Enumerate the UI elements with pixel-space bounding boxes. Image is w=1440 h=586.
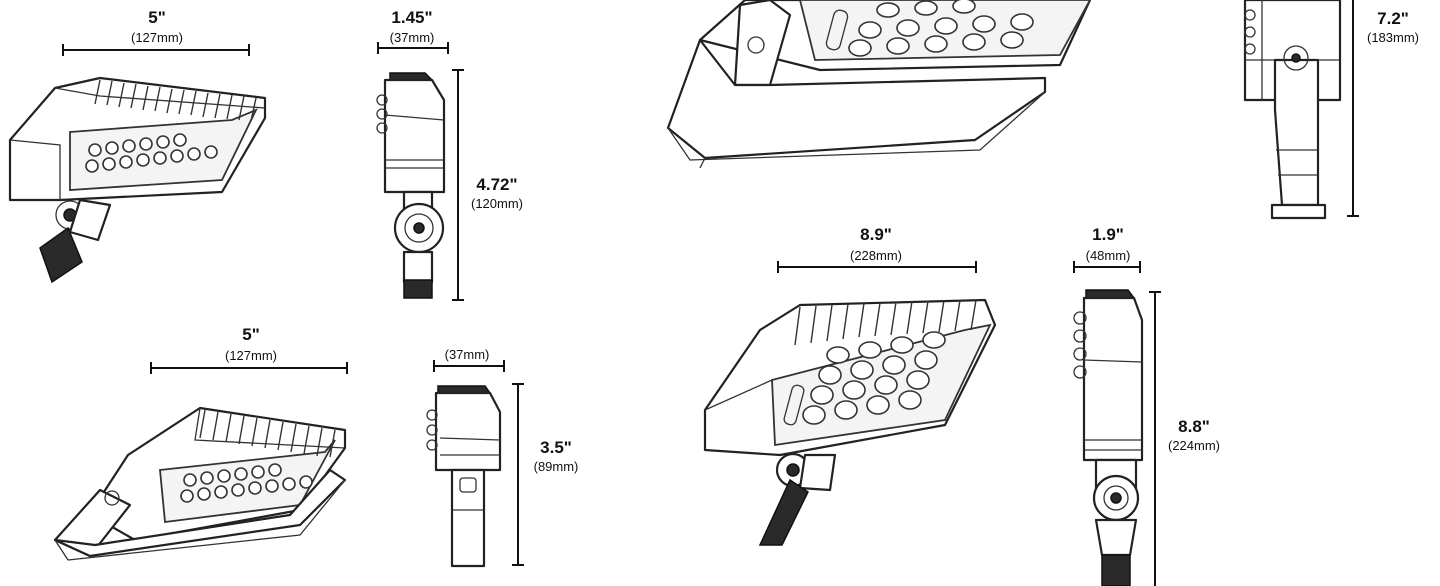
small-knuckle-fixture-side	[376, 72, 446, 299]
dim-mm: (127mm)	[225, 348, 277, 363]
dim-small-trunnion-height: 3.5" (89mm)	[512, 383, 579, 566]
trunnion-heat-sink-fins	[199, 409, 336, 458]
dim-value: 7.2"	[1377, 9, 1409, 28]
large-trunnion-fixture-front	[666, 0, 1092, 169]
dim-small-trunnion-width: 5" (127mm)	[150, 325, 348, 374]
dim-large-side-depth: 1.9" (48mm)	[1073, 225, 1141, 273]
dim-large-trunnion-height: 7.2" (183mm)	[1347, 0, 1419, 217]
dim-large-side-height: 8.8" (224mm)	[1149, 291, 1220, 586]
dim-mm: (37mm)	[390, 30, 435, 45]
small-trunnion-fixture-side	[426, 385, 502, 568]
large-knuckle-fixture-front	[703, 298, 997, 546]
dim-mm: (224mm)	[1168, 438, 1220, 453]
dim-mm: (89mm)	[534, 459, 579, 474]
dim-value: 8.9"	[860, 225, 892, 244]
large-led-array	[783, 331, 946, 426]
led-array	[85, 133, 218, 173]
dim-value: 8.8"	[1178, 417, 1210, 436]
trunnion-led-array	[180, 463, 313, 503]
dim-small-side-height: 4.72" (120mm)	[452, 69, 523, 301]
dim-mm: (120mm)	[471, 196, 523, 211]
small-knuckle-fixture-front	[8, 76, 267, 284]
dim-value: 5"	[148, 8, 166, 27]
dim-small-trunnion-depth: (37mm)	[433, 347, 505, 372]
dim-mm: (228mm)	[850, 248, 902, 263]
large-trunnion-led-array	[825, 0, 1034, 57]
dim-value: 4.72"	[476, 175, 517, 194]
small-trunnion-fixture-front	[53, 406, 347, 561]
dim-small-side-depth: 1.45" (37mm)	[377, 8, 449, 54]
large-heat-sink-fins	[794, 299, 977, 346]
dim-value: 5"	[242, 325, 260, 344]
large-trunnion-fixture-side	[1243, 0, 1342, 220]
dim-value: 3.5"	[540, 438, 572, 457]
dim-value: 1.45"	[391, 8, 432, 27]
dim-mm: (37mm)	[445, 347, 490, 362]
dim-mm: (183mm)	[1367, 30, 1419, 45]
dim-mm: (48mm)	[1086, 248, 1131, 263]
dim-mm: (127mm)	[131, 30, 183, 45]
dim-small-front-width: 5" (127mm)	[62, 8, 250, 56]
large-knuckle-fixture-side	[1073, 289, 1144, 586]
dim-value: 1.9"	[1092, 225, 1124, 244]
dim-large-front-width: 8.9" (228mm)	[777, 225, 977, 273]
heat-sink-fins	[94, 79, 257, 122]
